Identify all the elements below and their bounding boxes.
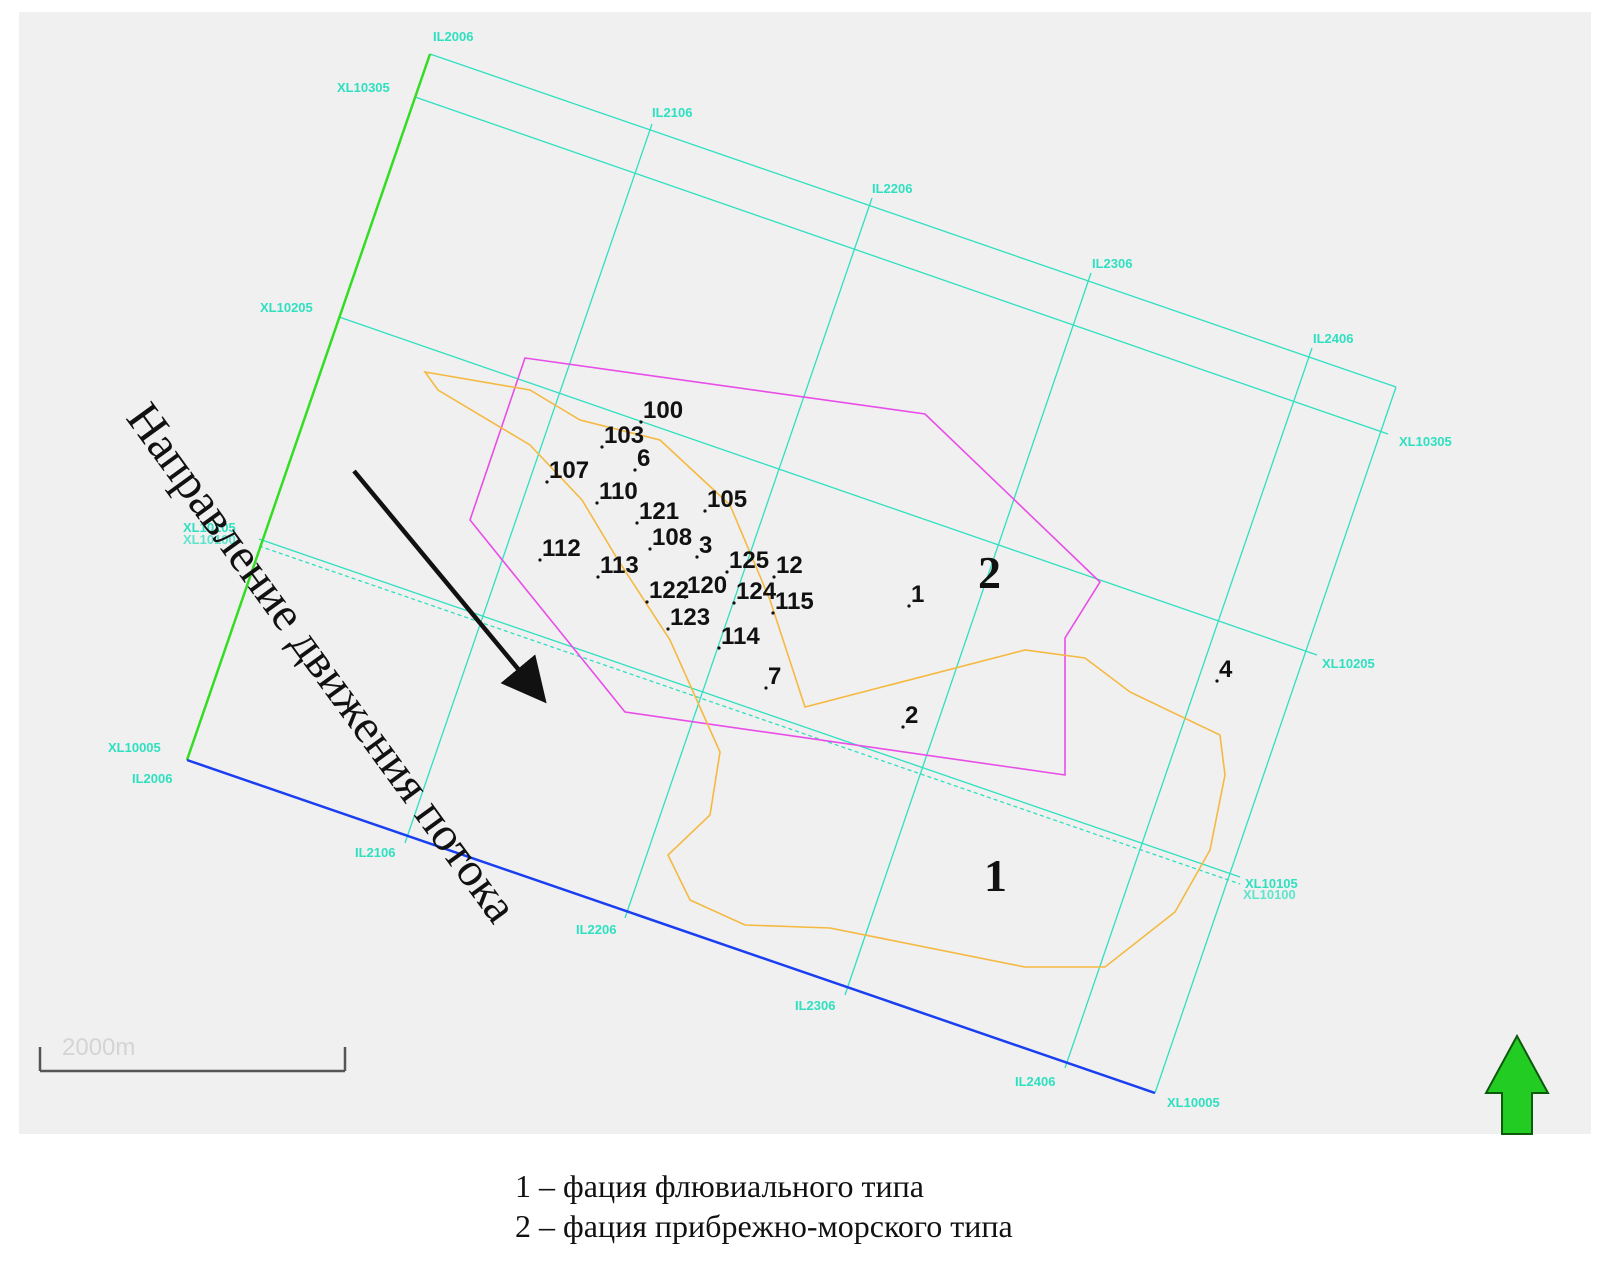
well-dot: [717, 646, 721, 650]
well-dot: [648, 547, 652, 551]
well-110-label: 110: [599, 478, 638, 505]
xl-10205-line: [338, 316, 1318, 656]
well-7-label: 7: [768, 663, 781, 690]
legend-item-2: 2 – фация прибрежно-морского типа: [515, 1208, 1013, 1244]
well-dot: [639, 420, 643, 424]
well-dot: [595, 501, 599, 505]
well-dot: [538, 558, 542, 562]
il-2006-top-label: IL2006: [433, 29, 473, 44]
il-2306-bottom-label: IL2306: [795, 998, 835, 1013]
il-2006-bottom-label: IL2006: [132, 771, 172, 786]
crossline-grid: [258, 53, 1397, 885]
well-dot: [695, 555, 699, 559]
inline-grid: [404, 123, 1397, 1094]
well-114-label: 114: [721, 623, 760, 650]
north-arrow-icon: [1484, 1033, 1550, 1135]
well-dot: [907, 604, 911, 608]
well-dot: [703, 509, 707, 513]
well-125-label: 125: [729, 547, 769, 574]
xl-10205-left-label: XL10205: [260, 300, 313, 315]
well-dot: [635, 521, 639, 525]
il-2106-top-label: IL2106: [652, 105, 692, 120]
xl-10105-line: [258, 538, 1241, 878]
il-2106-line: [404, 123, 653, 844]
well-dot: [545, 480, 549, 484]
flow-direction-arrow: [352, 469, 547, 704]
well-dot: [683, 595, 687, 599]
well-dot: [764, 686, 768, 690]
well-105-label: 105: [707, 486, 747, 513]
well-3-label: 3: [699, 532, 712, 559]
il-2406-bottom-label: IL2406: [1015, 1074, 1055, 1089]
well-115-label: 115: [775, 588, 814, 615]
scale-bar: [38, 1047, 347, 1073]
well-dot: [666, 627, 670, 631]
legend-item-1: 1 – фация флювиального типа: [515, 1168, 924, 1204]
well-123-label: 123: [670, 604, 710, 631]
xl-10205-right-label: XL10205: [1322, 656, 1375, 671]
xl-10105-right-label: XL10105: [1245, 876, 1298, 891]
well-112-label: 112: [542, 535, 581, 562]
facies-2-outline: [469, 357, 1102, 776]
well-6-label: 6: [637, 445, 650, 472]
well-dot: [725, 570, 729, 574]
xl-10305-line-top: [429, 53, 1397, 388]
well-100-label: 100: [643, 397, 683, 424]
well-4-label: 4: [1219, 656, 1233, 683]
il-2506-line: [1154, 386, 1397, 1094]
well-1-label: 1: [911, 581, 924, 608]
well-122-label: 122: [649, 577, 689, 604]
well-124-label: 124: [736, 578, 777, 605]
il-2206-top-label: IL2206: [872, 181, 912, 196]
well-dot: [772, 575, 776, 579]
well-dot: [901, 725, 905, 729]
xl-10100-right-label: XL10100: [1243, 887, 1296, 902]
scale-bar-label: 2000m: [62, 1034, 135, 1061]
well-12-label: 12: [776, 552, 803, 579]
il-2206-bottom-label: IL2206: [576, 922, 616, 937]
il-2406-line: [1064, 347, 1313, 1069]
il-2206-line: [624, 197, 873, 919]
il-2306-line: [844, 272, 1092, 996]
facies-1-outline: [423, 370, 1226, 968]
xl-10305-line: [414, 96, 1389, 435]
well-markers: [538, 420, 1219, 729]
xl-10105-left-label: XL10105: [183, 520, 236, 535]
well-113-label: 113: [600, 552, 639, 579]
zone-2-label: 2: [978, 547, 1001, 598]
well-121-label: 121: [639, 498, 679, 525]
well-103-label: 103: [604, 422, 644, 449]
well-108-label: 108: [652, 524, 692, 551]
well-dot: [633, 468, 637, 472]
well-dot: [600, 445, 604, 449]
il-2406-top-label: IL2406: [1313, 331, 1353, 346]
map-background: [19, 12, 1591, 1134]
il-2106-bottom-label: IL2106: [355, 845, 395, 860]
xl-10305-right-label: XL10305: [1399, 434, 1452, 449]
well-dot: [596, 575, 600, 579]
xl-10100-line: [258, 545, 1241, 885]
il-2306-top-label: IL2306: [1092, 256, 1132, 271]
west-boundary: [185, 53, 432, 761]
well-dot: [1215, 679, 1219, 683]
xl-10005-right-label: XL10005: [1167, 1095, 1220, 1110]
well-2-label: 2: [905, 702, 918, 729]
xl-10005-left-label: XL10005: [108, 740, 161, 755]
well-dot: [771, 611, 775, 615]
xl-10305-left-label: XL10305: [337, 80, 390, 95]
zone-1-label: 1: [984, 850, 1007, 901]
well-120-label: 120: [687, 572, 727, 599]
south-boundary: [186, 758, 1156, 1095]
well-dot: [732, 601, 736, 605]
xl-10100-left-label: XL10100: [183, 532, 236, 547]
well-107-label: 107: [549, 457, 589, 484]
well-dot: [645, 600, 649, 604]
